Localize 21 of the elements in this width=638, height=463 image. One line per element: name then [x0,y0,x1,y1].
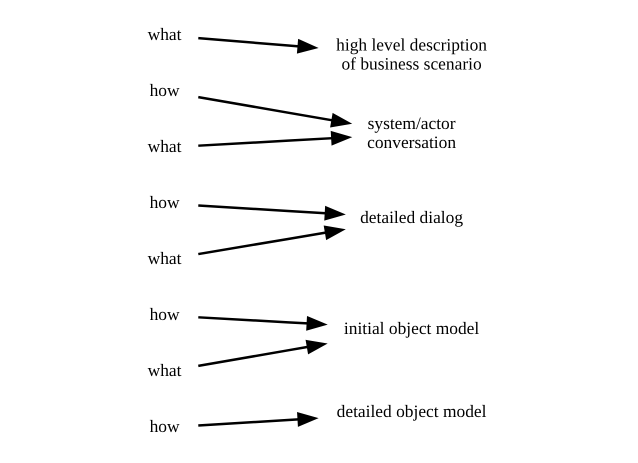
arrow [198,130,352,147]
node-text: what [147,24,181,44]
arrow [198,36,318,54]
arrow [198,204,346,221]
node-text: what [147,136,181,156]
node-text: what [147,248,181,268]
node-text: initial object model [343,318,479,338]
arrow [198,96,352,128]
node-text: high level description of business scenario [336,34,486,74]
node-text: how [149,416,180,436]
node-text: how [149,304,180,324]
node-text: system/actor conversation [366,113,456,152]
arrow [198,340,328,368]
node-text: how [149,80,180,100]
arrow [198,316,328,331]
node-text: detailed object model [336,401,486,422]
node-text: what [147,360,181,380]
arrow [198,225,346,256]
node-text: how [149,192,180,212]
arrow [198,412,318,427]
node-text: detailed dialog [360,207,463,228]
